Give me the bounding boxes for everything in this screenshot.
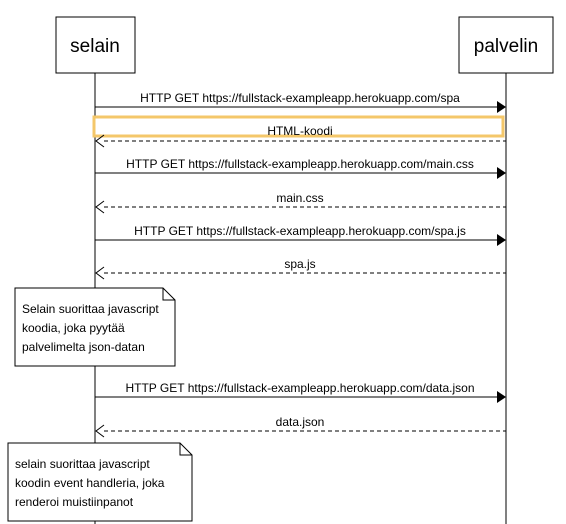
note-line: renderoi muistiinpanot xyxy=(15,495,134,509)
actor-selain-label: selain xyxy=(70,36,120,57)
actor-palvelin: palvelin xyxy=(458,16,554,74)
note-corner-fold xyxy=(179,443,192,456)
note-corner-fold xyxy=(162,288,175,301)
note-line: koodia, joka pyytää xyxy=(22,321,125,335)
message-data-json: data.json xyxy=(95,415,506,438)
note-fetch-json: Selain suorittaa javascript koodia, joka… xyxy=(14,287,176,367)
arrowhead-right-icon xyxy=(497,234,506,246)
message-label: main.css xyxy=(276,191,323,205)
message-html-koodi: HTML-koodi xyxy=(95,124,506,148)
highlight-frame xyxy=(92,115,505,138)
note-line: selain suorittaa javascript xyxy=(15,457,150,471)
arrowhead-left-icon xyxy=(95,266,105,280)
arrowhead-left-icon xyxy=(95,134,105,148)
message-label: HTTP GET https://fullstack-exampleapp.he… xyxy=(126,157,474,171)
arrowhead-right-icon xyxy=(497,391,506,403)
message-get-data-json: HTTP GET https://fullstack-exampleapp.he… xyxy=(95,381,506,403)
arrowhead-left-icon xyxy=(95,200,105,214)
message-label: data.json xyxy=(276,415,325,429)
note-line: palvelimelta json-datan xyxy=(22,340,145,354)
actor-selain: selain xyxy=(55,16,136,74)
message-label: spa.js xyxy=(284,257,315,271)
note-line: koodin event handleria, joka xyxy=(15,476,165,490)
actor-palvelin-label: palvelin xyxy=(474,36,538,57)
arrowhead-right-icon xyxy=(497,167,506,179)
message-label: HTTP GET https://fullstack-exampleapp.he… xyxy=(134,224,466,238)
arrowhead-left-icon xyxy=(95,424,105,438)
message-main-css: main.css xyxy=(95,191,506,214)
message-label: HTML-koodi xyxy=(267,124,332,138)
message-get-main-css: HTTP GET https://fullstack-exampleapp.he… xyxy=(95,157,506,179)
message-spa-js: spa.js xyxy=(95,257,506,280)
message-get-spa: HTTP GET https://fullstack-exampleapp.he… xyxy=(95,91,506,113)
message-get-spa-js: HTTP GET https://fullstack-exampleapp.he… xyxy=(95,224,506,246)
note-render-notes: selain suorittaa javascript koodin event… xyxy=(7,442,193,522)
note-line: Selain suorittaa javascript xyxy=(22,302,159,316)
message-label: HTTP GET https://fullstack-exampleapp.he… xyxy=(140,91,460,105)
arrowhead-right-icon xyxy=(497,101,506,113)
message-label: HTTP GET https://fullstack-exampleapp.he… xyxy=(125,381,474,395)
